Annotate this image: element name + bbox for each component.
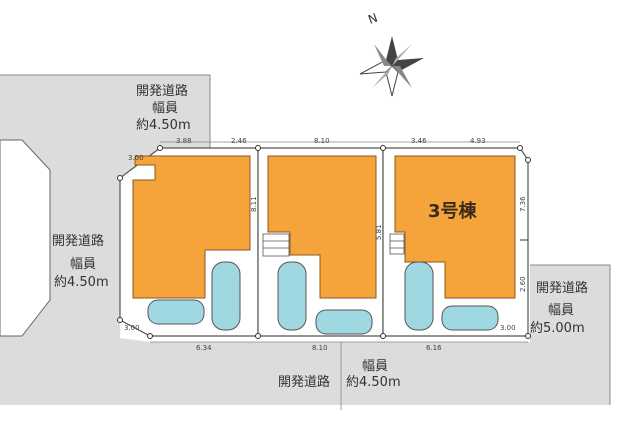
svg-text:3.46: 3.46	[411, 137, 427, 145]
svg-text:開発道路: 開発道路	[52, 233, 104, 249]
svg-text:2.46: 2.46	[231, 137, 247, 145]
building-3	[394, 155, 516, 299]
compass-north-label: N	[366, 11, 379, 27]
car-3b	[441, 305, 499, 331]
svg-text:3.00: 3.00	[128, 154, 144, 162]
car-2a	[277, 261, 307, 331]
svg-text:開発道路: 開発道路	[278, 374, 330, 390]
svg-text:4.93: 4.93	[470, 137, 486, 145]
neighbor-lot-left	[0, 139, 51, 337]
road-label-left: 開発道路 幅員 約4.50m	[52, 233, 109, 290]
svg-text:6.16: 6.16	[426, 344, 442, 352]
svg-text:8.11: 8.11	[250, 196, 258, 212]
car-2b	[315, 309, 373, 335]
road-label-right: 開発道路 幅員 約5.00m	[530, 280, 588, 336]
lot-corner-markers	[117, 145, 531, 339]
entry-steps	[262, 233, 405, 257]
svg-text:約4.50m: 約4.50m	[136, 118, 191, 133]
unit-label-3: 3号棟	[428, 200, 478, 222]
compass-rose-icon: N	[359, 11, 424, 97]
dimension-labels: 3.88 2.46 8.10 3.46 4.93 3.00 6.34 8.10 …	[124, 137, 527, 352]
svg-text:8.10: 8.10	[314, 137, 330, 145]
svg-text:3.00: 3.00	[124, 324, 140, 332]
svg-text:6.34: 6.34	[196, 344, 212, 352]
svg-text:約5.00m: 約5.00m	[530, 321, 585, 336]
svg-text:幅員: 幅員	[152, 101, 178, 116]
svg-text:3.00: 3.00	[500, 324, 516, 332]
svg-text:約4.50m: 約4.50m	[346, 375, 401, 390]
svg-text:2.60: 2.60	[519, 276, 527, 292]
svg-text:開発道路: 開発道路	[536, 280, 588, 296]
svg-text:8.10: 8.10	[312, 344, 328, 352]
svg-text:幅員: 幅員	[362, 359, 388, 374]
car-1b	[211, 261, 241, 331]
building-2	[267, 155, 377, 299]
svg-text:5.81: 5.81	[375, 224, 383, 240]
svg-text:3.88: 3.88	[176, 137, 192, 145]
building-1	[132, 155, 251, 299]
road-label-bottom: 幅員 開発道路 約4.50m	[278, 359, 401, 390]
svg-text:開発道路: 開発道路	[136, 83, 188, 99]
svg-text:7.36: 7.36	[519, 196, 527, 212]
buildings	[132, 155, 516, 299]
svg-text:幅員: 幅員	[548, 303, 574, 318]
car-1a	[147, 299, 205, 325]
car-3a	[404, 261, 434, 331]
parked-cars	[147, 261, 499, 335]
road-label-top-left: 開発道路 幅員 約4.50m	[136, 83, 191, 133]
svg-text:約4.50m: 約4.50m	[54, 275, 109, 290]
dimension-lines	[150, 141, 528, 410]
svg-text:幅員: 幅員	[70, 257, 96, 272]
